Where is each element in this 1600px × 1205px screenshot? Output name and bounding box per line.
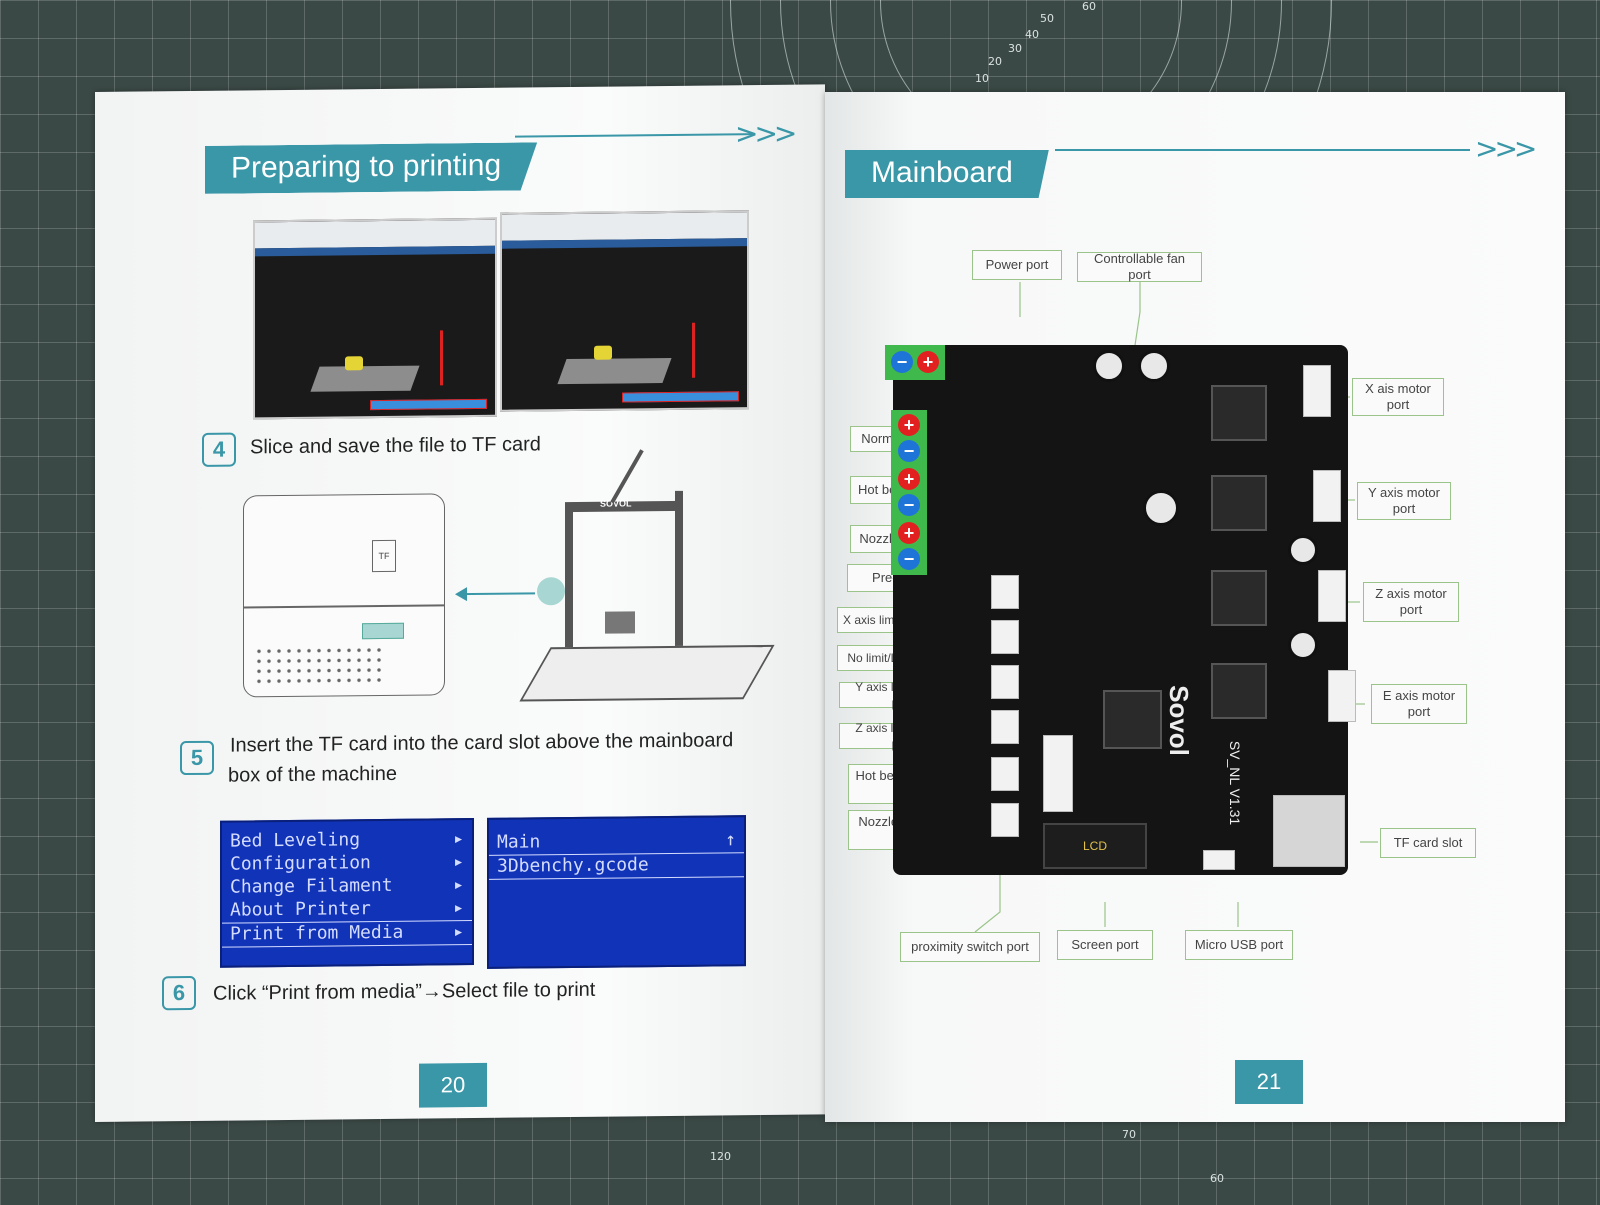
tf-card-slot[interactable] [1273,795,1345,867]
capacitor [1143,490,1179,526]
plus-icon: + [898,522,920,544]
y-motor-connector[interactable] [1313,470,1341,522]
minus-icon: − [898,494,920,516]
stepper-driver-x [1211,385,1267,441]
minus-icon: − [898,440,920,462]
power-terminal: − + [885,345,945,380]
label-proximity-switch: proximity switch port [900,932,1040,962]
x-limit-connector[interactable] [991,575,1019,609]
z-motor-connector[interactable] [1318,570,1346,622]
mat-number: 50 [1040,12,1054,25]
label-tf-slot: TF card slot [1380,828,1476,858]
capacitor [1288,535,1318,565]
mat-number: 60 [1210,1172,1224,1185]
nozzle-therm-connector[interactable] [991,803,1019,837]
mat-number: 40 [1025,28,1039,41]
z-limit-connector[interactable] [991,710,1019,744]
mat-number: 30 [1008,42,1022,55]
mat-number: 60 [1082,0,1096,13]
label-x-motor: X ais motor port [1352,378,1444,416]
hotbed-therm-connector[interactable] [991,757,1019,791]
page-title: Mainboard [845,150,1049,198]
plus-icon: + [917,351,939,373]
label-e-motor: E axis motor port [1371,684,1467,724]
mat-number: 120 [710,1150,731,1163]
label-power-port: Power port [972,250,1062,280]
x-motor-connector[interactable] [1303,365,1331,417]
mat-number: 20 [988,55,1002,68]
chevrons-icon: >>> [1475,132,1537,165]
stepper-driver-y [1211,475,1267,531]
plus-icon: + [898,414,920,436]
y-limit-connector[interactable] [991,665,1019,699]
minus-icon: − [898,548,920,570]
plus-icon: + [898,468,920,490]
capacitor [1093,350,1125,382]
mat-number: 70 [1122,1128,1136,1141]
proximity-connector[interactable] [1043,735,1073,812]
stepper-driver-z [1211,570,1267,626]
stepper-driver-e [1211,663,1267,719]
mainboard: − + + − + − + − LCD Sovol SV_NL V1.31 [885,345,1356,875]
label-screen-port: Screen port [1057,930,1153,960]
nolimit-connector[interactable] [991,620,1019,654]
mat-number: 10 [975,72,989,85]
page-number: 21 [1235,1060,1303,1104]
label-z-motor: Z axis motor port [1363,582,1459,622]
e-motor-connector[interactable] [1328,670,1356,722]
board-brand: Sovol [1163,685,1194,756]
capacitor [1288,630,1318,660]
capacitor [1138,350,1170,382]
label-fan-controllable: Controllable fan port [1077,251,1202,282]
label-y-motor: Y axis motor port [1357,482,1451,520]
board-version: SV_NL V1.31 [1227,740,1244,826]
minus-icon: − [891,351,913,373]
title-rule [1055,149,1470,151]
wire-terminal: + − + − + − [891,410,927,575]
micro-usb-connector[interactable] [1203,850,1235,870]
mcu-chip [1103,690,1162,749]
lcd-connector[interactable]: LCD [1043,823,1147,869]
label-micro-usb: Micro USB port [1185,930,1293,960]
